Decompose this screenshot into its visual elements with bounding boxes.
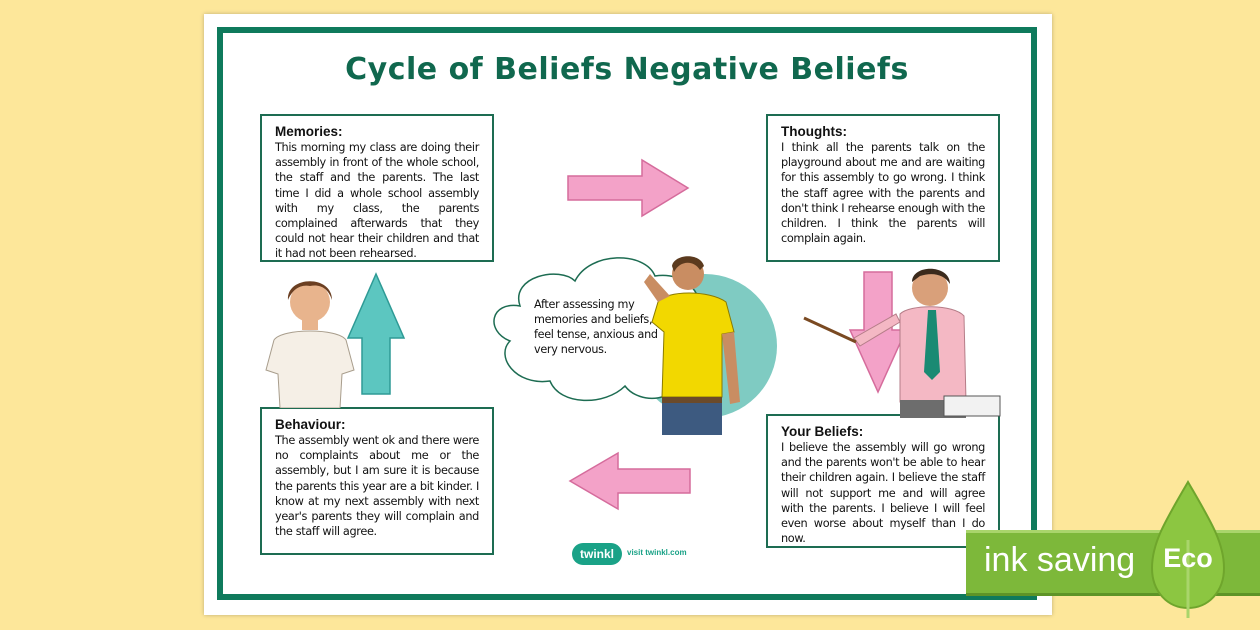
ink-saving-label: ink saving (984, 541, 1136, 579)
arrow-left-icon (568, 451, 691, 511)
page-title: Cycle of Beliefs Negative Beliefs (345, 52, 909, 87)
behaviour-box: Behaviour: The assembly went ok and ther… (260, 407, 494, 555)
thoughts-text: I think all the parents talk on the play… (781, 141, 985, 246)
memories-text: This morning my class are doing their as… (275, 141, 479, 261)
leaf-icon (1150, 480, 1226, 618)
twinkl-brand[interactable]: twinkl visit twinkl.com (572, 543, 692, 565)
eco-badge: Eco (1163, 543, 1213, 573)
your-beliefs-heading: Your Beliefs: (781, 424, 864, 439)
feeling-text: After assessing my memories and beliefs,… (534, 298, 659, 356)
thoughts-heading: Thoughts: (781, 124, 847, 139)
memories-box: Memories: This morning my class are doin… (260, 114, 494, 262)
your-beliefs-box: Your Beliefs: I believe the assembly wil… (766, 414, 1000, 548)
behaviour-text: The assembly went ok and there were no c… (275, 434, 479, 539)
memories-heading: Memories: (275, 124, 343, 139)
thoughts-box: Thoughts: I think all the parents talk o… (766, 114, 1000, 262)
arrow-up-icon (346, 272, 406, 395)
arrow-right-icon (567, 158, 690, 218)
twinkl-url[interactable]: visit twinkl.com (627, 548, 687, 557)
sad-girl-illustration (265, 281, 355, 408)
behaviour-heading: Behaviour: (275, 417, 346, 432)
teacher-pointing-illustration (803, 268, 1001, 418)
your-beliefs-text: I believe the assembly will go wrong and… (781, 441, 985, 546)
twinkl-logo: twinkl (572, 543, 622, 565)
worried-man-illustration (644, 256, 740, 435)
